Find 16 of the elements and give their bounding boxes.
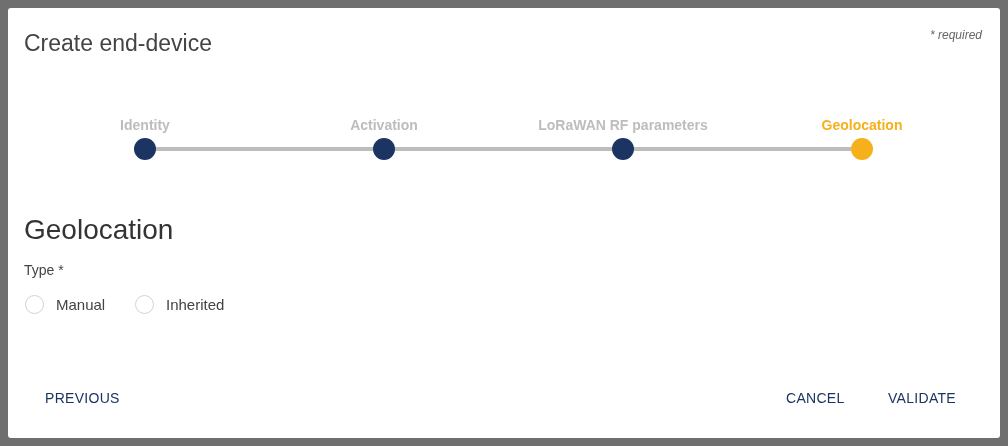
radio-label: Manual <box>56 296 106 313</box>
step-label: LoRaWAN RF parameters <box>538 117 708 133</box>
validate-button: VALIDATE <box>880 384 964 412</box>
previous-button: PREVIOUS <box>37 384 128 412</box>
step-connector <box>395 147 612 151</box>
dialog-title: Create end-device <box>24 30 212 57</box>
step-label: Activation <box>350 117 418 133</box>
section-heading: Geolocation <box>24 214 174 246</box>
required-note: * required <box>929 28 982 42</box>
step-label: Identity <box>120 117 170 133</box>
step-connector <box>156 147 373 151</box>
radio-label: Inherited <box>166 296 225 313</box>
cancel-button: CANCEL <box>778 384 853 412</box>
step-connector <box>634 147 851 151</box>
field-label: Type * <box>24 262 64 278</box>
step-label: Geolocation <box>821 117 903 133</box>
